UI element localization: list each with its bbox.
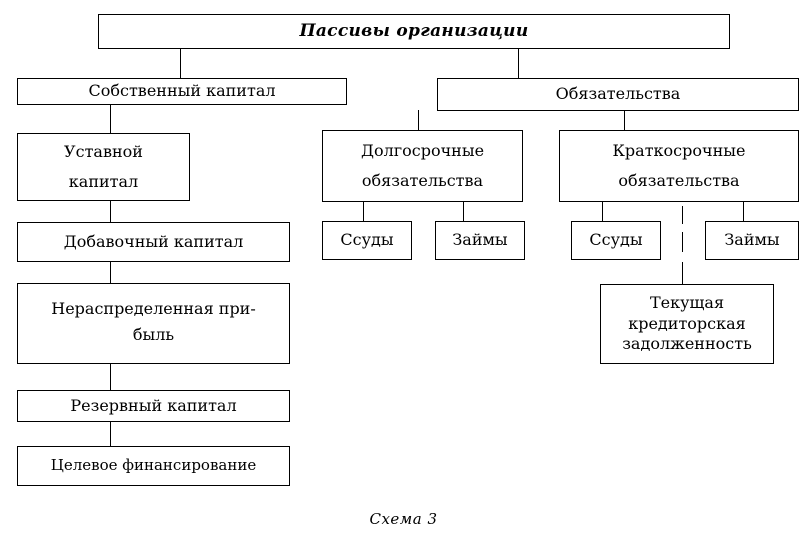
additional-capital-node: Добавочный капитал xyxy=(17,222,290,262)
connector-short-payables-3 xyxy=(682,262,683,284)
current-payables-node: Текущая кредиторская задолженность xyxy=(600,284,774,364)
connector-short-loans xyxy=(602,201,603,221)
connector-root-down xyxy=(180,48,181,78)
root-node: Пассивы организации xyxy=(98,14,730,49)
connector-liab-short xyxy=(624,110,625,130)
retained-earnings-node: Нераспределенная при- быль xyxy=(17,283,290,364)
connector-short-borrowings xyxy=(743,201,744,221)
equity-node: Собственный капитал xyxy=(17,78,347,105)
connector-charter-additional xyxy=(110,200,111,222)
long-term-borrowings-node: Займы xyxy=(435,221,525,260)
long-term-loans-node: Ссуды xyxy=(322,221,412,260)
connector-root-right xyxy=(518,48,519,78)
connector-additional-retained xyxy=(110,261,111,283)
charter-capital-node: Уставной капитал xyxy=(17,133,190,201)
connector-short-payables-1 xyxy=(682,206,683,224)
connector-reserve-target xyxy=(110,421,111,446)
long-term-node: Долгосрочные обязательства xyxy=(322,130,523,202)
connector-liab-long xyxy=(418,110,419,130)
connector-short-payables-2 xyxy=(682,232,683,252)
liabilities-node: Обязательства xyxy=(437,78,799,111)
short-term-borrowings-node: Займы xyxy=(705,221,799,260)
reserve-capital-node: Резервный капитал xyxy=(17,390,290,422)
diagram-caption: Схема 3 xyxy=(369,510,438,528)
target-financing-node: Целевое финансирование xyxy=(17,446,290,486)
connector-long-loans xyxy=(363,201,364,221)
connector-retained-reserve xyxy=(110,363,111,390)
short-term-node: Краткосрочные обязательства xyxy=(559,130,799,202)
connector-long-borrowings xyxy=(463,201,464,221)
short-term-loans-node: Ссуды xyxy=(571,221,661,260)
connector-equity-charter xyxy=(110,104,111,134)
